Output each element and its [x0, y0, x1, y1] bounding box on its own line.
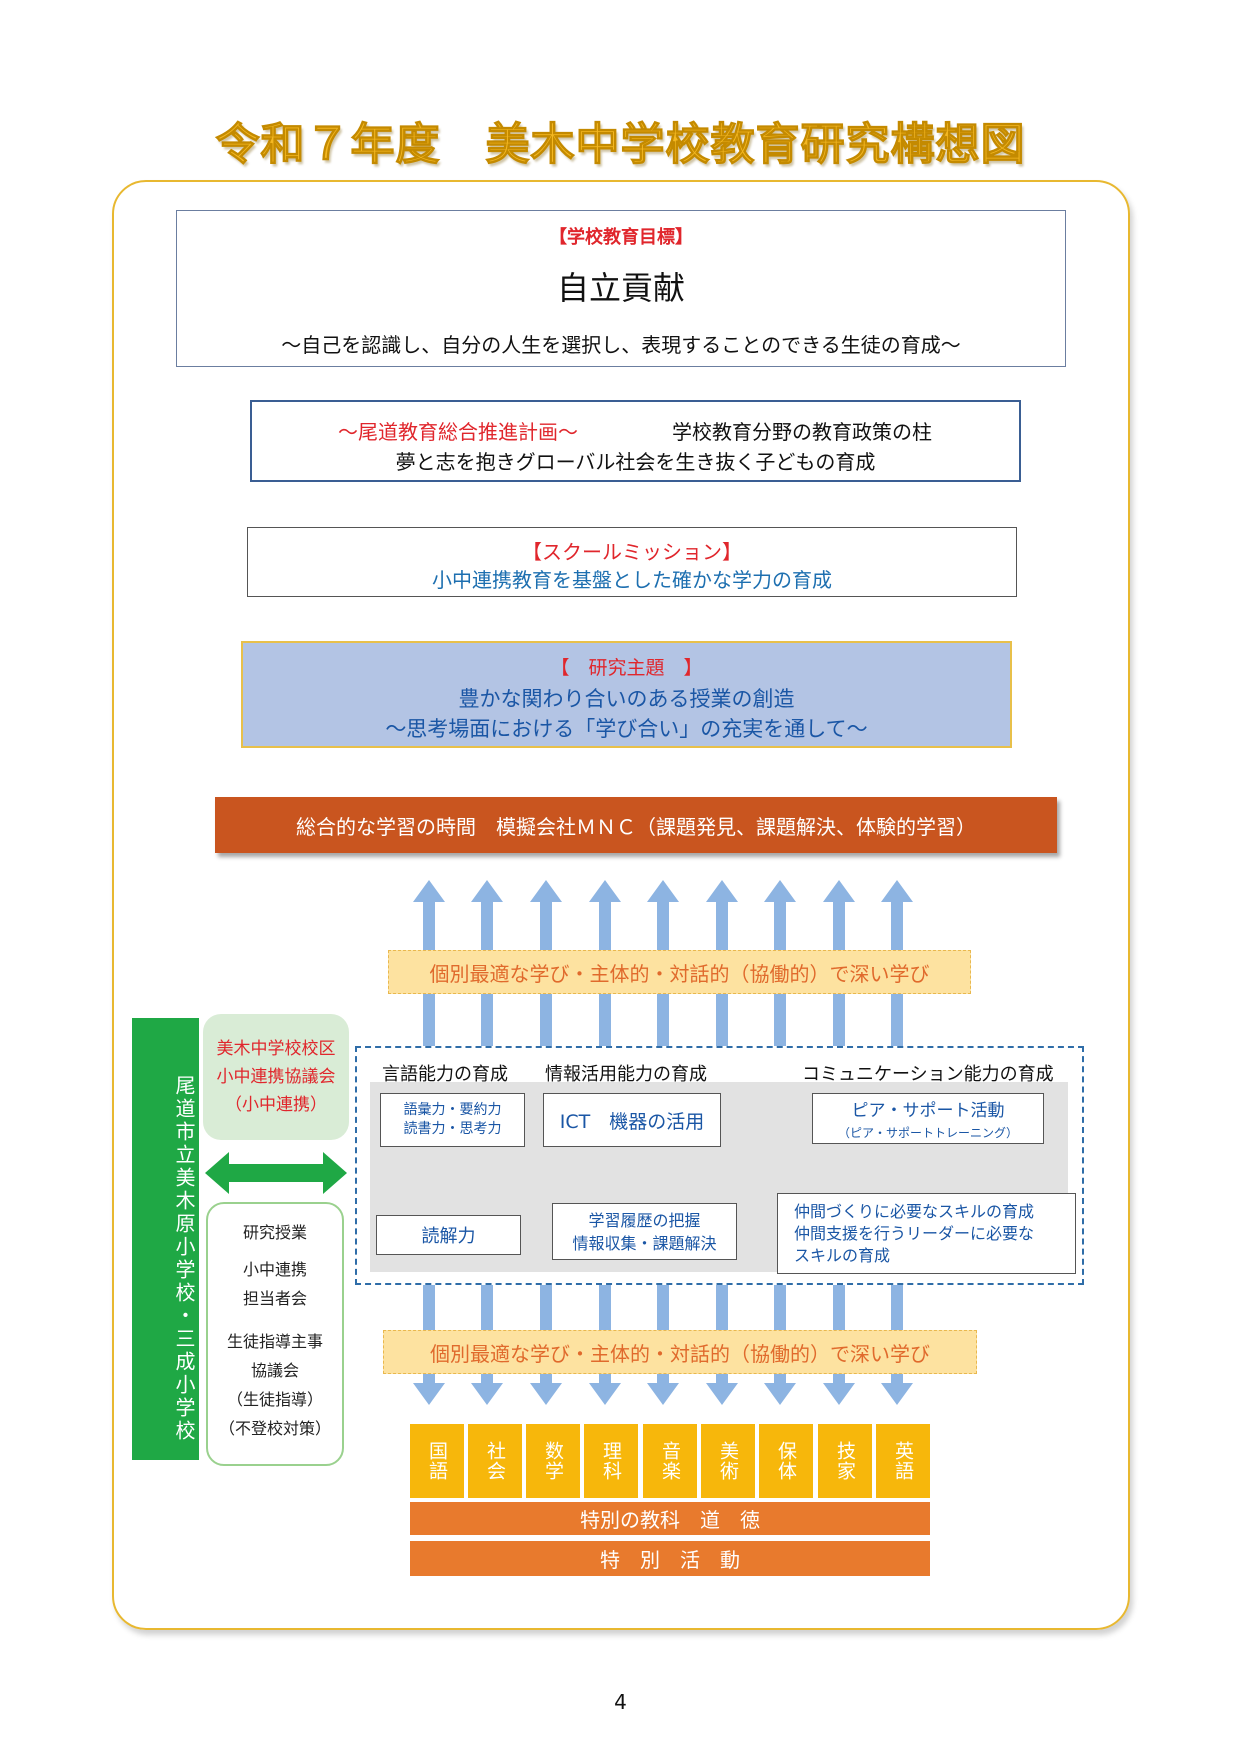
- learning-history-line-2: 情報収集・課題解決: [572, 1233, 717, 1253]
- research-theme-box: 【 研究主題 】 豊かな関わり合いのある授業の創造 ～思考場面における「学び合い…: [241, 641, 1012, 748]
- meeting-line-6: （生徒指導）: [226, 1390, 323, 1409]
- meeting-line-5: 協議会: [250, 1361, 299, 1380]
- skills-frame: [355, 1046, 1084, 1285]
- page-number: 4: [614, 1690, 627, 1714]
- school-goal-box: 【学校教育目標】 自立貢献 ～自己を認識し、自分の人生を選択し、表現することので…: [176, 210, 1066, 367]
- peer-building-line-1: 仲間づくりに必要なスキルの育成: [794, 1201, 1035, 1221]
- school-mission-box: 【スクールミッション】 小中連携教育を基盤とした確かな学力の育成: [247, 527, 1017, 597]
- education-plan-subtitle: 夢と志を抱きグローバル社会を生き抜く子どもの育成: [395, 450, 876, 474]
- education-plan-pillar: 学校教育分野の教育政策の柱: [672, 420, 932, 444]
- meeting-line-7: （不登校対策）: [218, 1419, 331, 1438]
- meetings-box: 研究授業 小中連携 担当者会 生徒指導主事 協議会 （生徒指導） （不登校対策）: [206, 1202, 344, 1466]
- reading-comprehension-box: 読解力: [376, 1215, 521, 1255]
- peer-building-line-3: スキルの育成: [794, 1245, 891, 1265]
- education-plan-title: ～尾道教育総合推進計画～: [338, 420, 578, 444]
- language-box-line-2: 読書力・思考力: [403, 1121, 502, 1137]
- moral-education-bar: 特別の教科 道 徳: [410, 1502, 930, 1535]
- peer-support-sub: （ピア・サポートトレーニング）: [837, 1126, 1018, 1140]
- liaison-council-box: 美木中学校校区 小中連携協議会 （小中連携）: [203, 1014, 349, 1140]
- school-mission-text: 小中連携教育を基盤とした確かな学力の育成: [432, 568, 832, 592]
- subject-gika: 技家: [818, 1424, 872, 1498]
- language-skill-box: 語彙力・要約力 読書力・思考力: [380, 1093, 525, 1147]
- subject-shakai: 社会: [468, 1424, 522, 1498]
- council-line-3: （小中連携）: [225, 1095, 327, 1115]
- subject-rika: 理科: [584, 1424, 638, 1498]
- research-theme-subtitle: ～思考場面における「学び合い」の充実を通して～: [385, 717, 868, 741]
- learning-history-line-1: 学習履歴の把握: [588, 1210, 701, 1230]
- double-arrow-icon: [205, 1152, 347, 1194]
- info-skill-title: 情報活用能力の育成: [545, 1064, 707, 1085]
- council-line-1: 美木中学校校区: [216, 1039, 336, 1059]
- subject-eigo: 英語: [876, 1424, 930, 1498]
- integrated-study-bar: 総合的な学習の時間 模擬会社ＭＮＣ（課題発見、課題解決、体験的学習）: [215, 797, 1057, 853]
- communication-skill-title: コミュニケーション能力の育成: [802, 1064, 1054, 1085]
- school-goal-label: 【学校教育目標】: [549, 227, 693, 248]
- ict-skill-box: ICT 機器の活用: [543, 1093, 721, 1147]
- peer-building-box: 仲間づくりに必要なスキルの育成 仲間支援を行うリーダーに必要な スキルの育成: [777, 1193, 1076, 1274]
- school-goal-subtitle: ～自己を認識し、自分の人生を選択し、表現することのできる生徒の育成～: [281, 333, 961, 357]
- page-title: 令和７年度 美木中学校教育研究構想図: [215, 119, 1026, 171]
- language-skill-title: 言語能力の育成: [382, 1064, 508, 1085]
- language-box-line-1: 語彙力・要約力: [403, 1102, 502, 1118]
- meeting-line-1: 研究授業: [242, 1223, 307, 1242]
- subject-bijutsu: 美術: [701, 1424, 755, 1498]
- special-activities-bar: 特 別 活 動: [410, 1541, 930, 1576]
- peer-support-main: ピア・サポート活動: [851, 1101, 1005, 1121]
- meeting-line-4: 生徒指導主事: [226, 1332, 323, 1351]
- research-theme-main: 豊かな関わり合いのある授業の創造: [458, 687, 795, 711]
- education-plan-box: ～尾道教育総合推進計画～ 学校教育分野の教育政策の柱 夢と志を抱きグローバル社会…: [250, 400, 1021, 482]
- council-line-2: 小中連携協議会: [216, 1067, 336, 1087]
- subject-kokugo: 国語: [410, 1424, 464, 1498]
- subject-ongaku: 音楽: [643, 1424, 697, 1498]
- peer-building-line-2: 仲間支援を行うリーダーに必要な: [794, 1223, 1035, 1243]
- learning-history-box: 学習履歴の把握 情報収集・課題解決: [552, 1203, 737, 1260]
- deep-learning-banner-bottom: 個別最適な学び・主体的・対話的（協働的）で深い学び: [383, 1330, 977, 1374]
- meeting-line-3: 担当者会: [242, 1289, 307, 1308]
- main-frame: [112, 180, 1130, 1630]
- meeting-line-2: 小中連携: [242, 1260, 307, 1279]
- school-goal-main: 自立貢献: [556, 269, 685, 307]
- deep-learning-banner-top: 個別最適な学び・主体的・対話的（協働的）で深い学び: [388, 950, 971, 994]
- subject-sugaku: 数学: [526, 1424, 580, 1498]
- school-mission-label: 【スクールミッション】: [522, 540, 742, 564]
- research-theme-label: 【 研究主題 】: [550, 657, 703, 679]
- subject-hotai: 保体: [759, 1424, 813, 1498]
- peer-support-box: ピア・サポート活動 （ピア・サポートトレーニング）: [812, 1093, 1044, 1144]
- elementary-schools-bar: 尾道市立美木原小学校・三成小学校: [132, 1018, 199, 1460]
